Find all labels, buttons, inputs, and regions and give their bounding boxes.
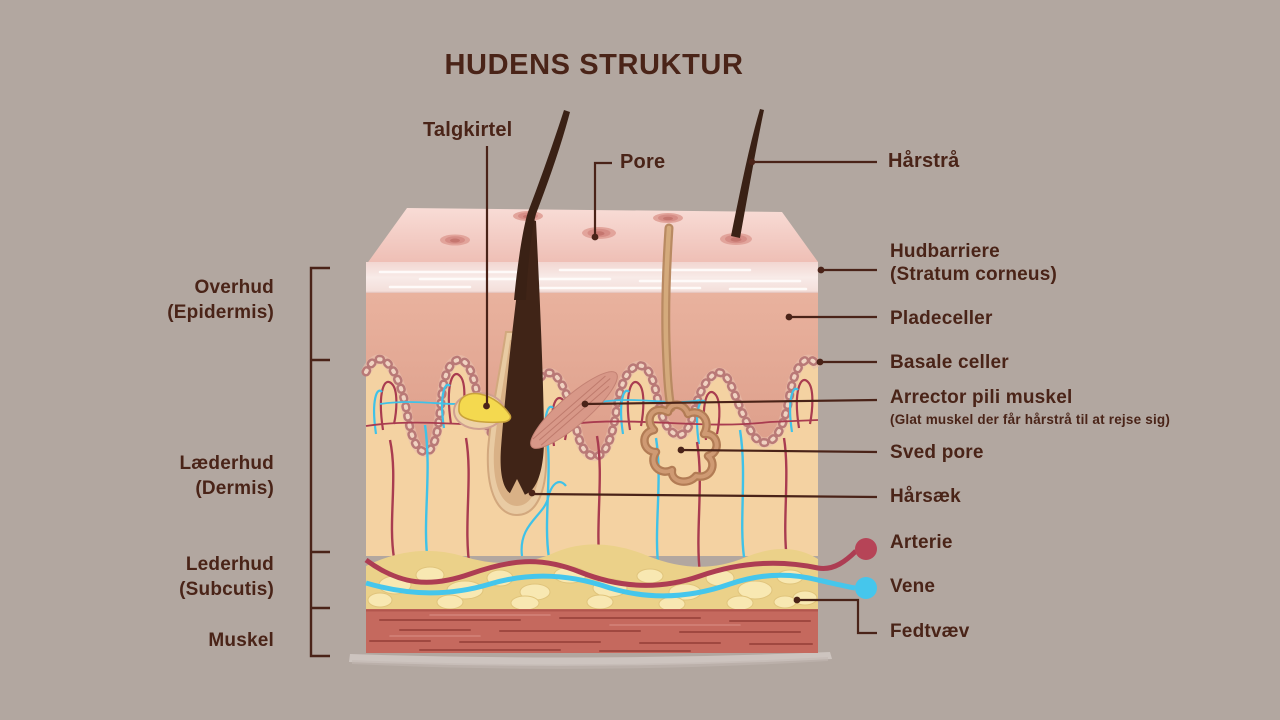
vein-vessel bbox=[365, 572, 856, 599]
label-hudbarriere-line1: Hudbarriere bbox=[890, 241, 1000, 262]
hair-shaft-right bbox=[731, 109, 764, 238]
label-hudbarriere-line2: (Stratum corneus) bbox=[890, 264, 1058, 285]
label-lederhud-line2: (Subcutis) bbox=[179, 579, 274, 600]
label-sved-pore: Sved pore bbox=[890, 442, 984, 463]
hair-follicle bbox=[486, 218, 548, 517]
label-muskel: Muskel bbox=[208, 630, 274, 651]
sweat-gland bbox=[640, 223, 721, 486]
label-arrector-pili: Arrector pili muskel bbox=[890, 387, 1073, 408]
hair-shaft-left bbox=[514, 110, 570, 300]
label-vene: Vene bbox=[890, 576, 936, 597]
label-lederhud-line1: Lederhud bbox=[185, 554, 274, 575]
label-haarstraa: Hårstrå bbox=[888, 150, 960, 172]
basal-cell-border bbox=[361, 354, 823, 462]
label-arrector-pili-note: (Glat muskel der får hårstrå til at rejs… bbox=[890, 412, 1171, 427]
label-pladeceller: Pladeceller bbox=[890, 308, 993, 329]
label-laederhud: Læderhud (Dermis) bbox=[100, 451, 274, 501]
label-overhud-line2: (Epidermis) bbox=[167, 302, 274, 323]
label-hudbarriere: Hudbarriere (Stratum corneus) bbox=[890, 240, 1057, 286]
label-haarsaek: Hårsæk bbox=[890, 486, 961, 507]
label-laederhud-line1: Læderhud bbox=[179, 453, 274, 474]
muscle-layer bbox=[366, 609, 818, 653]
label-laederhud-line2: (Dermis) bbox=[195, 478, 274, 499]
layer-bracket bbox=[309, 266, 330, 658]
surface-pore-dimples bbox=[440, 211, 752, 246]
page-title: HUDENS STRUKTUR bbox=[444, 49, 744, 81]
artery-vessel bbox=[364, 549, 858, 588]
block-shadow bbox=[349, 652, 832, 669]
callout-connectors bbox=[483, 146, 878, 635]
label-basale-celler: Basale celler bbox=[890, 352, 1009, 373]
label-pore: Pore bbox=[620, 151, 666, 173]
label-fedtvaev: Fedtvæv bbox=[890, 621, 970, 642]
label-talgkirtel: Talgkirtel bbox=[423, 119, 513, 141]
arrector-pili-muscle bbox=[530, 371, 618, 449]
label-overhud: Overhud (Epidermis) bbox=[100, 275, 274, 325]
sebaceous-gland bbox=[453, 392, 512, 430]
artery-marker-dot bbox=[855, 538, 877, 560]
vein-marker-dot bbox=[855, 577, 877, 599]
label-overhud-line1: Overhud bbox=[194, 277, 274, 298]
follicle-papilla-notch bbox=[508, 479, 526, 497]
label-arterie: Arterie bbox=[890, 532, 953, 553]
stratum-corneum-layer bbox=[366, 262, 818, 294]
squamous-cell-layer bbox=[366, 293, 818, 457]
label-lederhud: Lederhud (Subcutis) bbox=[100, 552, 274, 602]
